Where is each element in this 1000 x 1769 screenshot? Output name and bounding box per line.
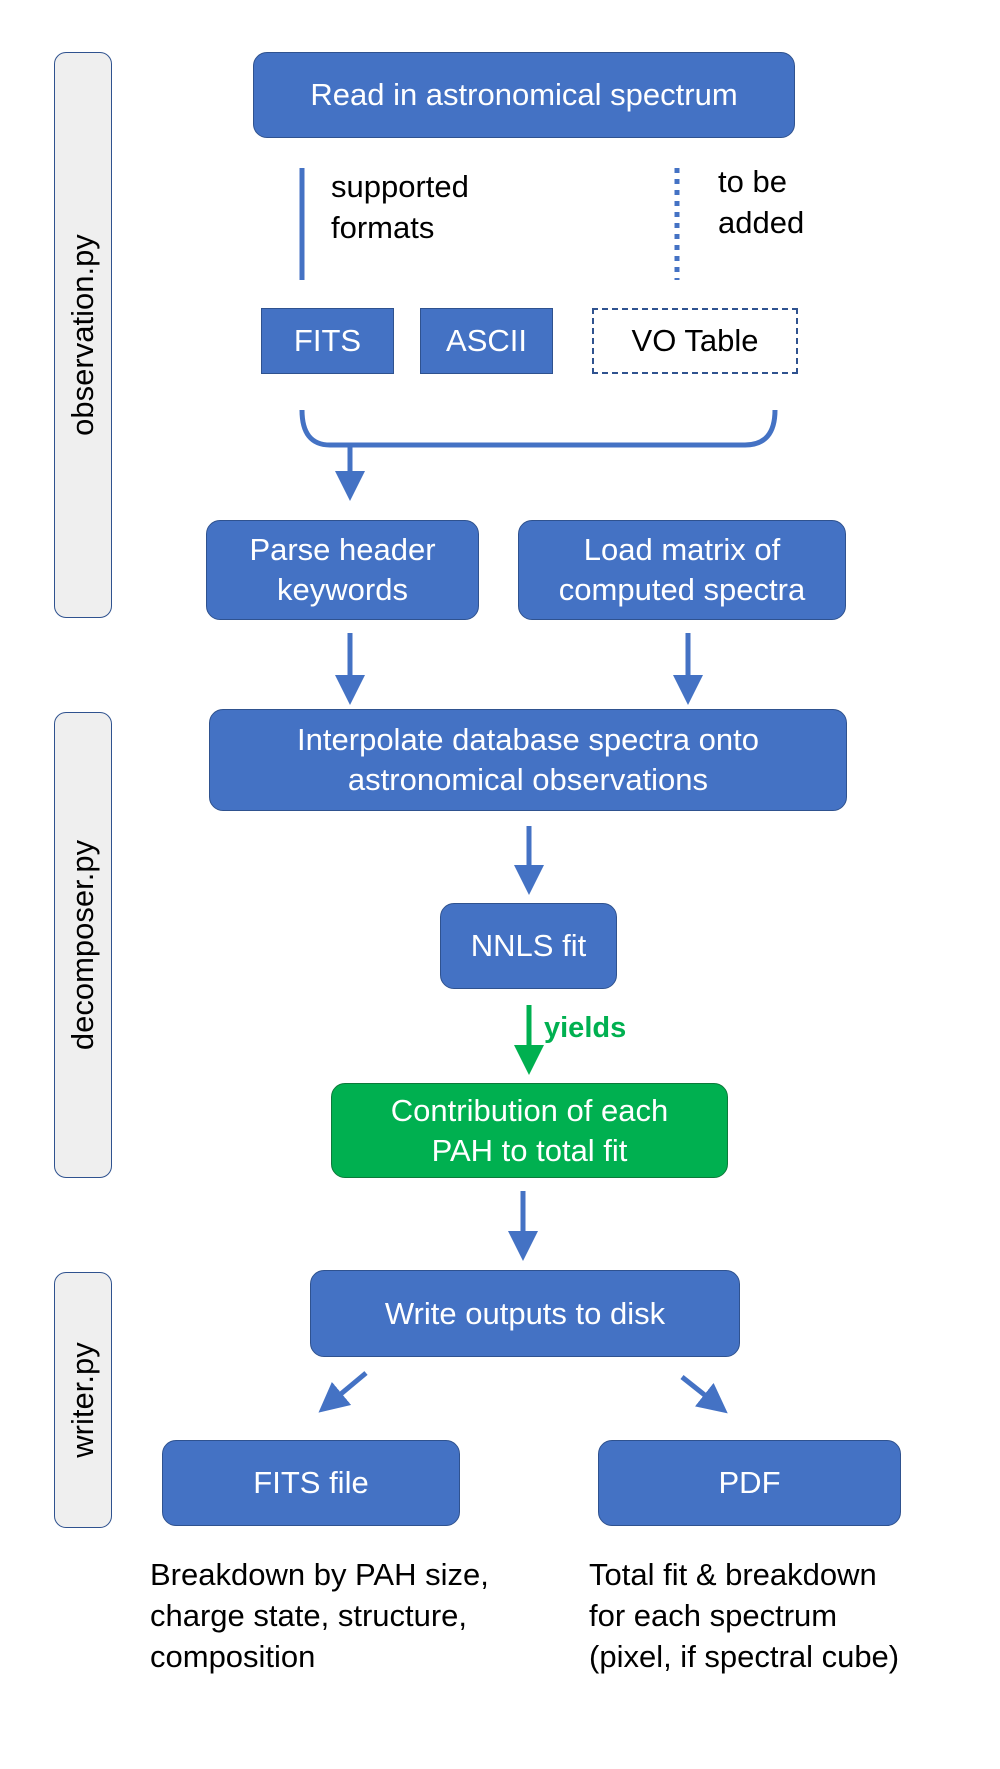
interpolate-box: Interpolate database spectra onto astron… [209, 709, 847, 811]
pdf-description: Total fit & breakdown for each spectrum … [589, 1557, 900, 1674]
votable-format-box: VO Table [592, 308, 798, 374]
nnls-fit-box: NNLS fit [440, 903, 617, 989]
supported-formats-label: supported formats [331, 169, 469, 245]
fits-format-box: FITS [261, 308, 394, 374]
write-left-arrow [318, 1371, 368, 1413]
formats-brace [299, 409, 778, 448]
read-spectrum-box: Read in astronomical spectrum [253, 52, 795, 138]
parse-header-box: Parse header keywords [206, 520, 479, 620]
contribution-box: Contribution of each PAH to total fit [331, 1083, 728, 1178]
fits-file-box: FITS file [162, 1440, 460, 1526]
load-matrix-box: Load matrix of computed spectra [518, 520, 846, 620]
module-decomposer: decomposer.py [54, 712, 112, 1178]
to-be-added-label: to be added [718, 164, 805, 240]
write-right-arrow [680, 1375, 728, 1414]
ascii-format-box: ASCII [420, 308, 553, 374]
write-outputs-box: Write outputs to disk [310, 1270, 740, 1357]
pdf-box: PDF [598, 1440, 901, 1526]
module-writer: writer.py [54, 1272, 112, 1528]
yields-label: yields [544, 1012, 627, 1044]
module-observation: observation.py [54, 52, 112, 618]
fits-file-description: Breakdown by PAH size, charge state, str… [150, 1557, 489, 1674]
